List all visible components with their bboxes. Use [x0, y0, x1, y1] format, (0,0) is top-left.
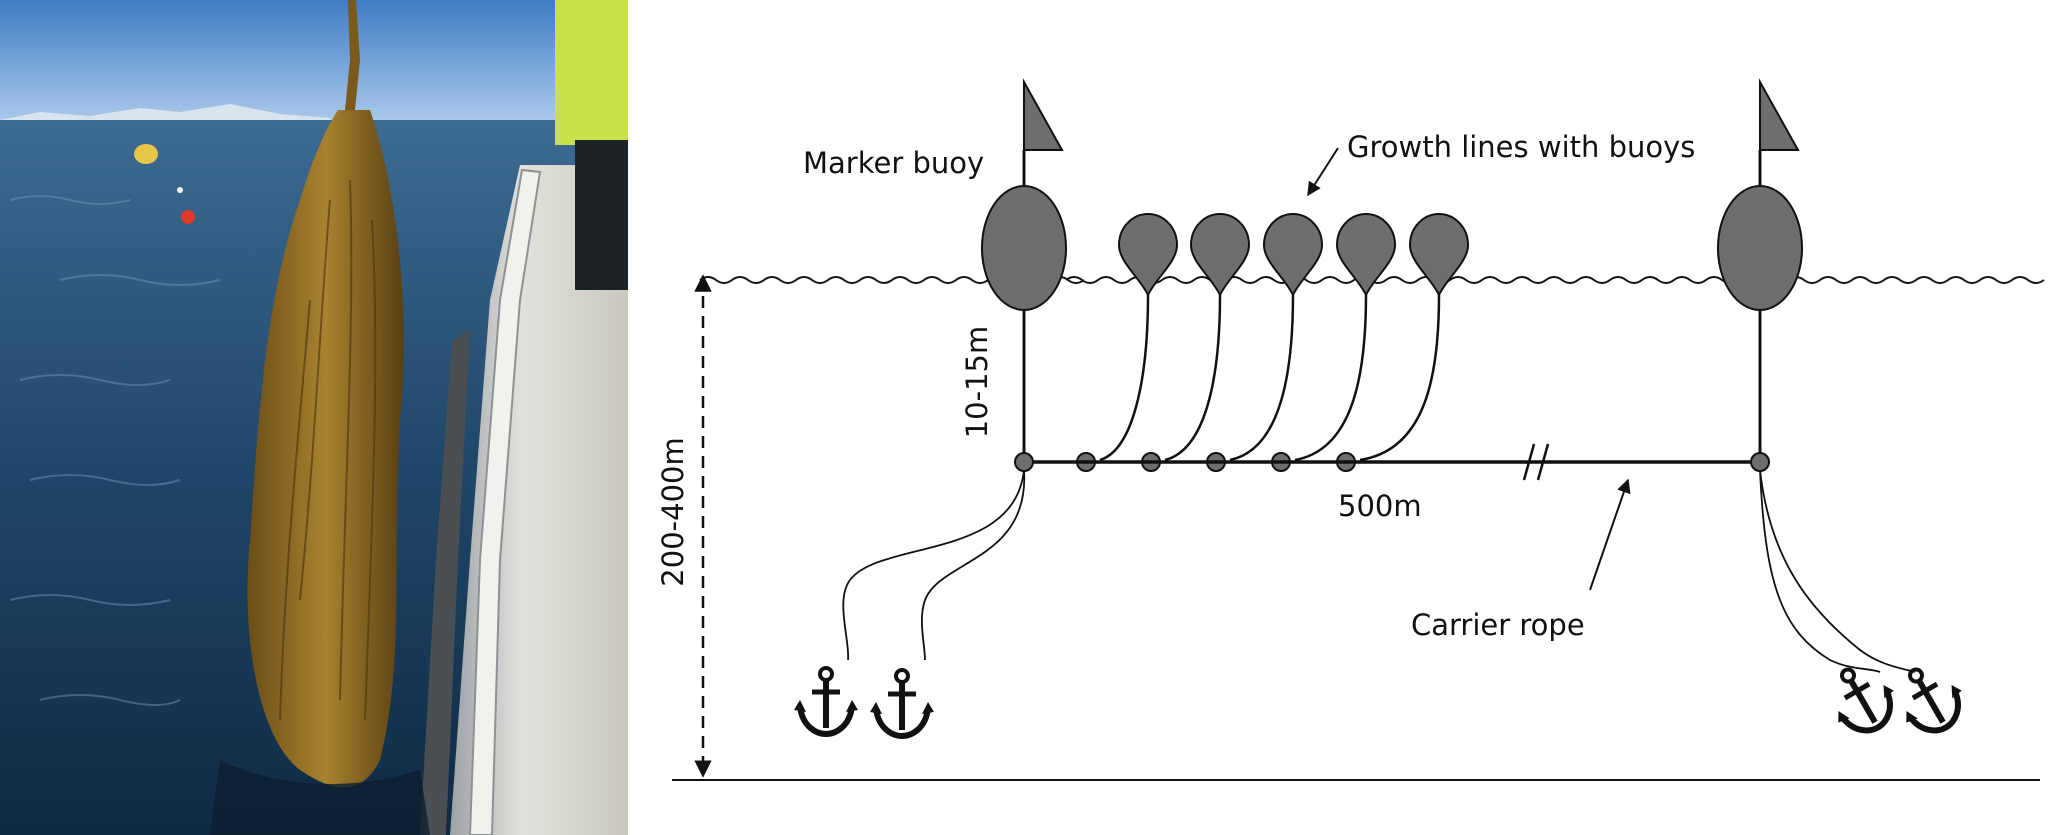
growth-buoy-icon: [1262, 213, 1324, 298]
flag-icon: [1023, 78, 1064, 151]
anchor-icon: [870, 668, 934, 740]
total-depth-label: 200-400m: [656, 437, 690, 586]
kelp-shadow: [210, 760, 430, 835]
kelp-bunch: [247, 110, 404, 788]
carrier-rope-label: Carrier rope: [1411, 608, 1585, 642]
worker-trousers: [575, 140, 628, 290]
flag-icon: [1759, 78, 1800, 151]
left-marker-buoy: [981, 78, 1067, 462]
red-float-icon: [181, 210, 195, 224]
growth-lines-label: Growth lines with buoys: [1347, 130, 1695, 164]
right-marker-buoy: [1717, 78, 1803, 462]
drop-depth-label: 10-15m: [960, 326, 994, 439]
kelp-texture: [279, 179, 377, 721]
anchor-icon: [794, 666, 858, 738]
length-label: 500m: [1338, 489, 1422, 523]
growth-buoy-icon: [1335, 213, 1397, 298]
growth-line: [1229, 294, 1295, 462]
anchor-icon: [1838, 667, 1894, 734]
sky: [0, 0, 628, 120]
growth-line: [1164, 294, 1222, 462]
rope-end-node: [1014, 452, 1034, 472]
kelp-harvest-photo: [0, 0, 628, 835]
rope-end-node: [1750, 452, 1770, 472]
growth-buoy-icon: [1408, 213, 1470, 298]
growth-buoy-icon: [1117, 213, 1179, 298]
sea-ripples: [9, 195, 221, 706]
boat-rail: [468, 168, 542, 835]
kelp-stipe: [344, 0, 360, 120]
growth-line: [1294, 294, 1368, 462]
anchor-icon: [1906, 667, 1962, 734]
yellow-float-icon: [134, 144, 158, 164]
anchor-lines: [842, 469, 1916, 673]
growth-lines-arrow: [1307, 147, 1339, 197]
boat-fender: [420, 330, 470, 835]
growth-buoy-icon: [1189, 213, 1251, 298]
anchors: [794, 666, 1962, 740]
worker-jacket: [555, 0, 628, 145]
carrier-rope-arrow: [1589, 478, 1631, 591]
growth-line: [1099, 294, 1150, 462]
marker-buoy-label: Marker buoy: [803, 146, 984, 180]
growth-line: [1359, 294, 1441, 462]
rope-break-mark: [1522, 443, 1550, 481]
growth-lines: [1076, 213, 1470, 472]
white-float-icon: [177, 187, 183, 193]
